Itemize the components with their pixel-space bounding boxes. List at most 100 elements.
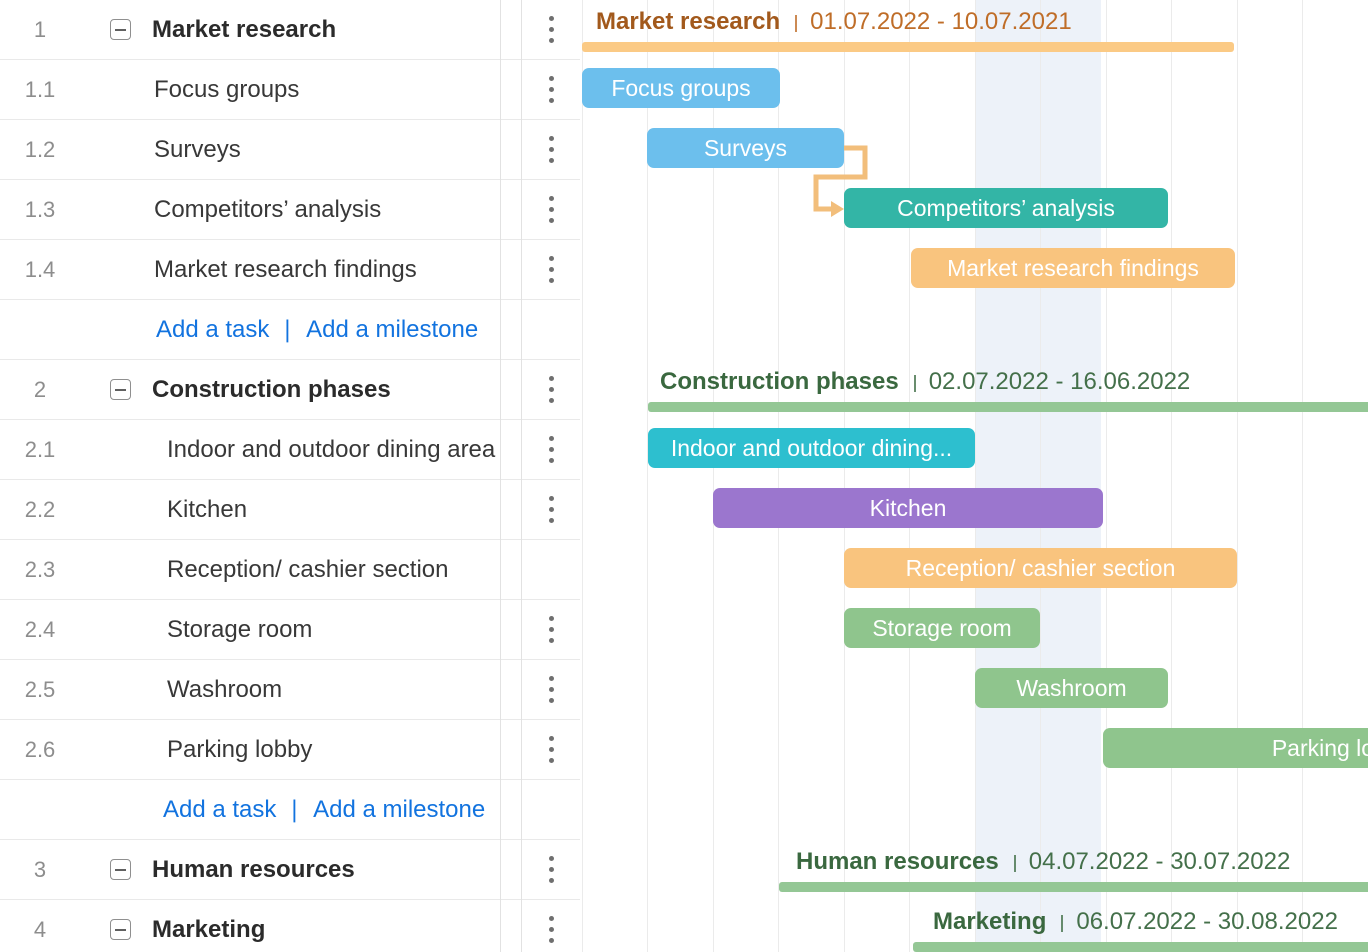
table-actions-divider: [521, 0, 522, 952]
task-bar-indoor-outdoor-dining[interactable]: Indoor and outdoor dining...: [648, 428, 975, 468]
group-name: Market research: [596, 8, 781, 35]
kebab-menu-icon[interactable]: [537, 660, 565, 719]
task-name: Construction phases: [152, 376, 391, 403]
task-name: Human resources: [152, 856, 355, 883]
task-name: Marketing: [152, 916, 266, 943]
row-number: 2.2: [24, 497, 56, 522]
kebab-menu-icon[interactable]: [537, 420, 565, 479]
collapse-icon[interactable]: [110, 919, 131, 940]
add-milestone-button[interactable]: Add a milestone: [313, 795, 486, 823]
row-number: 4: [33, 917, 47, 942]
row-number: 1.3: [24, 197, 56, 222]
task-bar-market-research-findings[interactable]: Market research findings: [911, 248, 1235, 288]
row-number: 2.4: [24, 617, 56, 642]
row-number: 2.1: [24, 437, 56, 462]
kebab-menu-icon[interactable]: [537, 600, 565, 659]
table-row-add: Add a task | Add a milestone: [0, 780, 580, 840]
task-bar-reception-cashier[interactable]: Reception/ cashier section: [844, 548, 1237, 588]
collapse-icon[interactable]: [110, 859, 131, 880]
kebab-menu-icon[interactable]: [537, 720, 565, 779]
group-dates: 06.07.2022 - 30.08.2022: [1076, 908, 1338, 935]
group-bar-human-resources[interactable]: [779, 882, 1368, 892]
row-number: 3: [33, 857, 47, 882]
table-row-group[interactable]: 3 Human resources: [0, 840, 580, 900]
kebab-menu-icon[interactable]: [537, 240, 565, 299]
row-number: 2.6: [24, 737, 56, 762]
task-name: Reception/ cashier section: [167, 556, 449, 583]
gridline: [843, 0, 845, 952]
group-label-marketing: Marketing 06.07.2022 - 30.08.2022: [933, 908, 1338, 936]
collapse-icon[interactable]: [110, 379, 131, 400]
gridline: [1040, 0, 1041, 952]
group-label-divider: [795, 14, 798, 32]
group-label-construction-phases: Construction phases 02.07.2022 - 16.06.20…: [660, 368, 1190, 396]
task-bar-competitors-analysis[interactable]: Competitors’ analysis: [844, 188, 1168, 228]
group-bar-marketing[interactable]: [913, 942, 1368, 952]
gridline: [778, 0, 779, 952]
kebab-menu-icon[interactable]: [537, 60, 565, 119]
kebab-menu-icon[interactable]: [537, 0, 565, 59]
gridline: [1105, 0, 1107, 952]
group-bar-market-research[interactable]: [582, 42, 1234, 52]
group-label-divider: [913, 374, 916, 392]
collapse-icon[interactable]: [110, 19, 131, 40]
group-dates: 02.07.2022 - 16.06.2022: [928, 368, 1191, 395]
group-label-divider: [1061, 914, 1064, 932]
task-name: Parking lobby: [167, 736, 313, 763]
kebab-menu-icon[interactable]: [537, 480, 565, 539]
task-bar-parking-lobby[interactable]: Parking lobby: [1103, 728, 1368, 768]
gridline: [647, 0, 648, 952]
row-number: 2.5: [24, 677, 56, 702]
row-number: 1.4: [24, 257, 56, 282]
row-number: 2.3: [24, 557, 56, 582]
task-name: Washroom: [167, 676, 283, 703]
gridline: [974, 0, 976, 952]
task-bar-focus-groups[interactable]: Focus groups: [582, 68, 780, 108]
table-row-task[interactable]: 2.6 Parking lobby: [0, 720, 580, 780]
row-number: 1: [33, 17, 47, 42]
gridline: [1171, 0, 1172, 952]
add-task-button[interactable]: Add a task: [163, 795, 277, 823]
group-bar-construction-phases[interactable]: [648, 402, 1368, 412]
group-label-divider: [1013, 854, 1016, 872]
add-milestone-button[interactable]: Add a milestone: [306, 315, 479, 343]
table-row-task[interactable]: 2.5 Washroom: [0, 660, 580, 720]
table-row-group[interactable]: 4 Marketing: [0, 900, 580, 952]
task-bar-surveys[interactable]: Surveys: [647, 128, 844, 168]
kebab-menu-icon[interactable]: [537, 900, 565, 952]
group-name: Marketing: [933, 908, 1047, 935]
kebab-menu-icon[interactable]: [537, 180, 565, 239]
divider: |: [285, 315, 290, 343]
kebab-menu-icon[interactable]: [537, 360, 565, 419]
group-label-market-research: Market research 01.07.2022 - 10.07.2021: [596, 8, 1072, 36]
kebab-menu-icon[interactable]: [537, 840, 565, 899]
task-name: Surveys: [154, 136, 241, 163]
task-bar-storage-room[interactable]: Storage room: [844, 608, 1040, 648]
kebab-menu-icon[interactable]: [537, 120, 565, 179]
gridline: [581, 0, 583, 952]
task-bar-washroom[interactable]: Washroom: [975, 668, 1168, 708]
group-dates: 01.07.2022 - 10.07.2021: [810, 8, 1072, 35]
gridline: [1302, 0, 1303, 952]
weekend-band: [975, 0, 1101, 952]
divider: |: [292, 795, 297, 823]
task-bar-kitchen[interactable]: Kitchen: [713, 488, 1103, 528]
add-task-button[interactable]: Add a task: [156, 315, 270, 343]
group-name: Construction phases: [660, 368, 899, 395]
add-actions: Add a task | Add a milestone: [156, 300, 478, 359]
gridline: [712, 0, 714, 952]
table-row-task[interactable]: 2.3 Reception/ cashier section: [0, 540, 580, 600]
